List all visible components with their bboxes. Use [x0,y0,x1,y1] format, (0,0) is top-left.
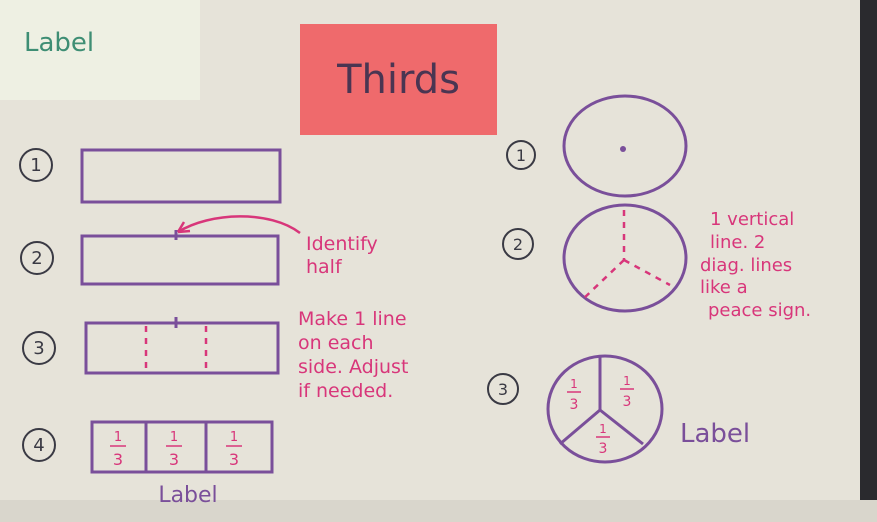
circle3-fraction-right-denominator: 3 [623,394,632,410]
circle3-diag-left [559,408,601,446]
left-step-2-number: 2 [31,248,42,269]
peace-sign-text-4: like a [700,277,748,298]
left-step-4-circle [22,428,56,462]
right-step-3-number: 3 [498,380,508,399]
circle-step-3 [546,354,664,464]
circle3-fraction-right-numerator: 1 [623,374,631,388]
left-step-3-circle [22,331,56,365]
make-line-text-1: Make 1 line [298,308,407,330]
right-step-2-circle [502,228,534,260]
right-step-1-number: 1 [516,146,526,165]
identify-half-line-2: half [306,256,343,278]
circle-step-2 [562,203,688,313]
thirds-sticky-note: Thirds [300,24,497,135]
peace-sign-text-3: diag. lines [700,255,792,276]
circle3-fraction-left-denominator: 3 [570,397,579,413]
rect4-fraction-2-denominator: 3 [169,450,179,469]
right-step-2-number: 2 [513,235,523,254]
right-step-1-circle [506,140,536,170]
left-step-4-number: 4 [33,435,44,456]
rect4-fraction-1-denominator: 3 [113,450,123,469]
rect4-fraction-3-numerator: 1 [230,430,238,445]
circle2-diag-dashed-right [623,258,671,287]
circle-step-1 [562,94,688,198]
right-step-3-circle [487,373,519,405]
left-step-1-number: 1 [30,155,41,176]
title-thirds: Thirds [337,56,460,103]
rect4-fraction-3-denominator: 3 [229,450,239,469]
make-line-text-3: side. Adjust [298,356,408,378]
circle2-diag-dashed-left [581,259,625,301]
peace-sign-text-5: peace sign. [708,300,811,321]
left-step-2-circle [20,241,54,275]
identify-half-line-1: Identify [306,233,378,255]
peace-sign-text-2: line. 2 [710,232,765,253]
left-step-3-number: 3 [33,338,44,359]
board-edge [860,0,877,522]
circle1-center-dot [620,146,626,152]
corner-note-label: Label [24,28,95,58]
rectangle-step-4 [90,420,274,474]
circle3-fraction-bottom-denominator: 3 [599,441,608,457]
circle3-fraction-bottom-numerator: 1 [599,422,607,436]
identify-half-arrow [177,215,301,234]
make-line-text-4: if needed. [298,380,393,402]
circle3-diag-right [599,408,644,446]
rectangle-step-2 [80,234,280,286]
make-line-text-2: on each [298,332,374,354]
corner-inset-note: Label [0,0,200,100]
left-step-circles [19,148,56,462]
left-step-1-circle [19,148,53,182]
peace-sign-text-1: 1 vertical [710,209,794,230]
rect4-fraction-2-numerator: 1 [170,430,178,445]
rectangle-step-3 [84,321,280,375]
rect4-fraction-1-numerator: 1 [114,430,122,445]
rectangle-step-1 [80,148,282,204]
left-bottom-label: Label [158,483,217,508]
right-label: Label [680,419,750,449]
circle3-fraction-left-numerator: 1 [570,377,578,391]
